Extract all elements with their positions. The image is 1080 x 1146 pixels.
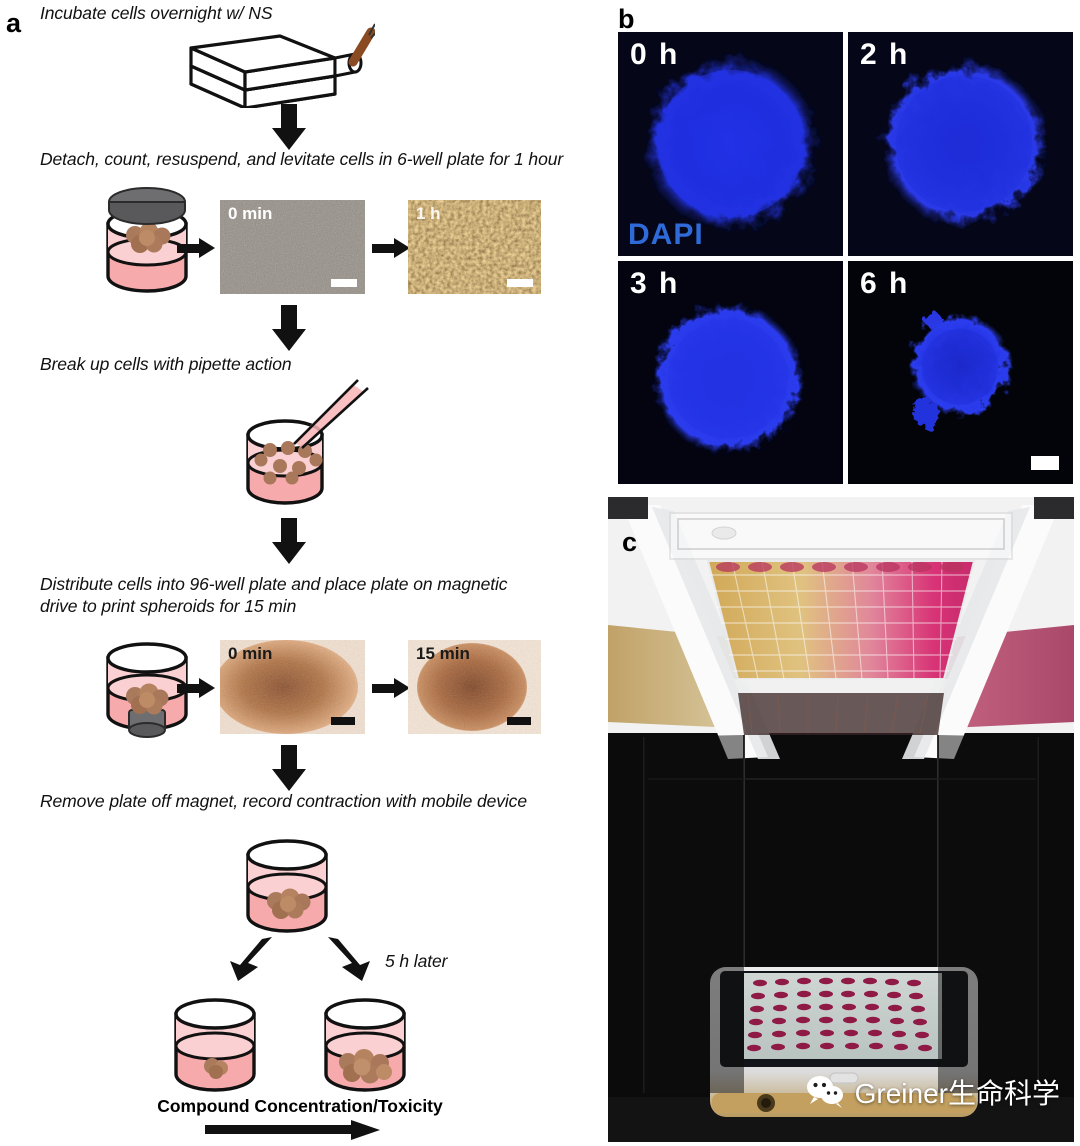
branch-note-5h-later: 5 h later	[385, 951, 448, 971]
panel-b-label-2h: 2 h	[860, 38, 910, 71]
panel-c: c Greiner生命科学	[608, 497, 1074, 1142]
right-arrow-row2-a	[177, 678, 215, 698]
compound-concentration-caption: Compound Concentration/Toxicity	[157, 1096, 443, 1116]
micrograph-label-row2-15min: 15 min	[416, 644, 470, 663]
wechat-icon	[806, 1076, 843, 1108]
panel-a-step-4-text: Distribute cells into 96-well plate and …	[40, 574, 508, 616]
panel-b-image-0h: 0 h DAPI	[618, 32, 843, 256]
well-with-pipette-illustration	[230, 378, 390, 513]
panel-b-image-grid: 0 h DAPI 2 h	[618, 32, 1073, 484]
panel-a-step-1-text: Incubate cells overnight w/ NS	[40, 3, 273, 23]
panel-c-photograph	[608, 497, 1074, 1142]
scalebar-row2-0min	[331, 717, 355, 725]
panel-a: a Incubate cells overnight w/ NS	[6, 3, 564, 1140]
scalebar-row1-1h	[507, 279, 533, 287]
well-with-magnet-lid-illustration	[92, 180, 202, 295]
panel-b-scalebar	[1031, 456, 1059, 470]
panel-b-letter: b	[618, 4, 635, 34]
panel-a-step-3-text: Break up cells with pipette action	[40, 354, 292, 374]
wechat-watermark: Greiner生命科学	[805, 1072, 1060, 1112]
panel-b-label-6h: 6 h	[860, 266, 910, 300]
right-arrow-row2-b	[372, 678, 410, 698]
micrograph-label-row2-0min: 0 min	[228, 644, 273, 663]
culture-flask-illustration	[185, 22, 382, 110]
micrograph-label-row1-1h: 1 h	[416, 204, 441, 223]
well-low-toxicity-illustration	[160, 990, 270, 1100]
down-arrow-1	[272, 104, 306, 150]
down-arrow-2	[272, 305, 306, 351]
scalebar-row2-15min	[507, 717, 531, 725]
well-on-magnetic-drive-illustration	[92, 630, 202, 745]
panel-b-image-6h: 6 h	[848, 260, 1073, 484]
down-arrow-4	[272, 745, 306, 791]
panel-b-label-3h: 3 h	[630, 266, 680, 300]
panel-a-step-5-text: Remove plate off magnet, record contract…	[40, 791, 527, 811]
wechat-watermark-text: Greiner生命科学	[854, 1078, 1060, 1109]
right-arrow-row1-a	[177, 238, 215, 258]
concentration-gradient-arrow	[205, 1120, 380, 1140]
micrograph-row2-15min: 15 min	[408, 640, 541, 734]
panel-b-image-3h: 3 h	[618, 260, 843, 484]
micrograph-label-row1-0min: 0 min	[228, 204, 273, 223]
panel-b-image-2h: 2 h	[848, 32, 1073, 256]
panel-a-step-2-text: Detach, count, resuspend, and levitate c…	[40, 149, 564, 169]
dapi-stain-label: DAPI	[628, 217, 704, 251]
panel-a-letter: a	[6, 8, 22, 38]
panel-b-label-0h: 0 h	[630, 38, 680, 71]
right-arrow-row1-b	[372, 238, 410, 258]
well-high-toxicity-illustration	[310, 990, 420, 1100]
down-arrow-3	[272, 518, 306, 564]
branch-arrows	[200, 935, 400, 985]
panel-b: b	[605, 0, 1080, 490]
panel-c-letter: c	[622, 527, 638, 557]
scalebar-row1-0min	[331, 279, 357, 287]
micrograph-row1-0min: 0 min	[220, 200, 365, 294]
well-spheroid-center-illustration	[232, 825, 342, 940]
micrograph-row1-1h: 1 h	[408, 200, 541, 294]
micrograph-row2-0min: 0 min	[220, 640, 365, 734]
